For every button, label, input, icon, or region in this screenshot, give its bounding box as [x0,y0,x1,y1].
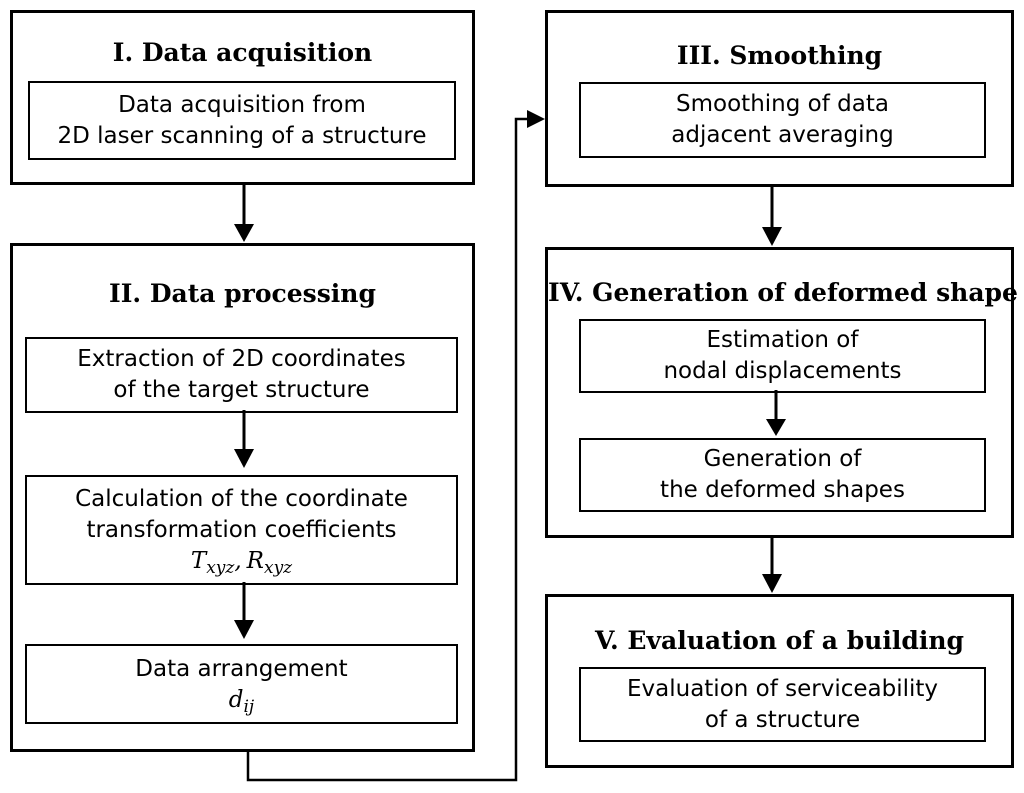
panel-title: III. Smoothing [676,41,883,70]
step-text-line: Data arrangement [135,655,348,682]
step-smoothing: Smoothing of data adjacent averaging [579,82,986,158]
step-text-line: of a structure [704,706,861,733]
step-text-line: Evaluation of serviceability [626,675,939,702]
arrangement-symbol: dij [228,685,255,717]
arrowhead [762,227,782,246]
arrowhead [234,620,254,639]
panel-evaluation-building: V. Evaluation of a building Evaluation o… [545,594,1014,768]
step-text-line: the deformed shapes [660,477,905,503]
step-serviceability: Evaluation of serviceability of a struct… [579,667,986,742]
step-deformed-shapes: Generation of the deformed shapes [579,438,986,512]
arrowhead [234,224,254,242]
symbol-r-subscript: xyz [263,558,293,578]
panel-title: II. Data processing [109,279,376,308]
transformation-symbols: Txyz,Rxyz [190,546,293,578]
step-text-line: Calculation of the coordinate [75,486,408,512]
step-data-arrangement: Data arrangement dij [25,644,458,724]
panel-smoothing: III. Smoothing Smoothing of data adjacen… [545,10,1014,187]
symbol-d-subscript: ij [243,696,255,717]
panel-title: I. Data acquisition [112,38,373,67]
panel-data-acquisition: I. Data acquisition Data acquisition fro… [10,10,475,185]
step-text-line: Smoothing of data [676,91,889,117]
arrowhead [527,110,545,128]
symbol-t: T [190,548,207,574]
panel-generation-deformed-shape: IV. Generation of deformed shape Estimat… [545,247,1018,538]
step-extraction: Extraction of 2D coordinates of the targ… [25,337,458,413]
symbol-r: R [246,548,264,574]
panel-title: IV. Generation of deformed shape [548,278,1018,307]
step-text-line: Extraction of 2D coordinates [77,346,406,372]
step-text-line: transformation coefficients [86,517,397,543]
step-text-line: Estimation of [706,327,859,353]
symbol-d: d [228,686,244,713]
symbol-t-subscript: xyz [206,558,235,578]
arrowhead [766,419,786,436]
step-text-line: Generation of [703,446,862,472]
step-text-line: 2D laser scanning of a structure [57,122,427,149]
step-data-acquisition: Data acquisition from 2D laser scanning … [28,81,456,160]
step-coordinate-transformation: Calculation of the coordinate transforma… [25,475,458,585]
step-text-line: adjacent averaging [671,122,894,148]
step-text-line: nodal displacements [663,358,902,384]
panel-data-processing: II. Data processing Extraction of 2D coo… [10,243,475,752]
arrowhead [762,574,782,593]
panel-title: V. Evaluation of a building [594,626,964,655]
arrow-processing-to-smoothing [246,117,528,782]
step-text-line: Data acquisition from [118,91,366,118]
step-text-line: of the target structure [113,377,370,403]
symbol-separator: , [234,548,242,574]
step-nodal-displacements: Estimation of nodal displacements [579,319,986,393]
arrowhead [234,449,254,468]
